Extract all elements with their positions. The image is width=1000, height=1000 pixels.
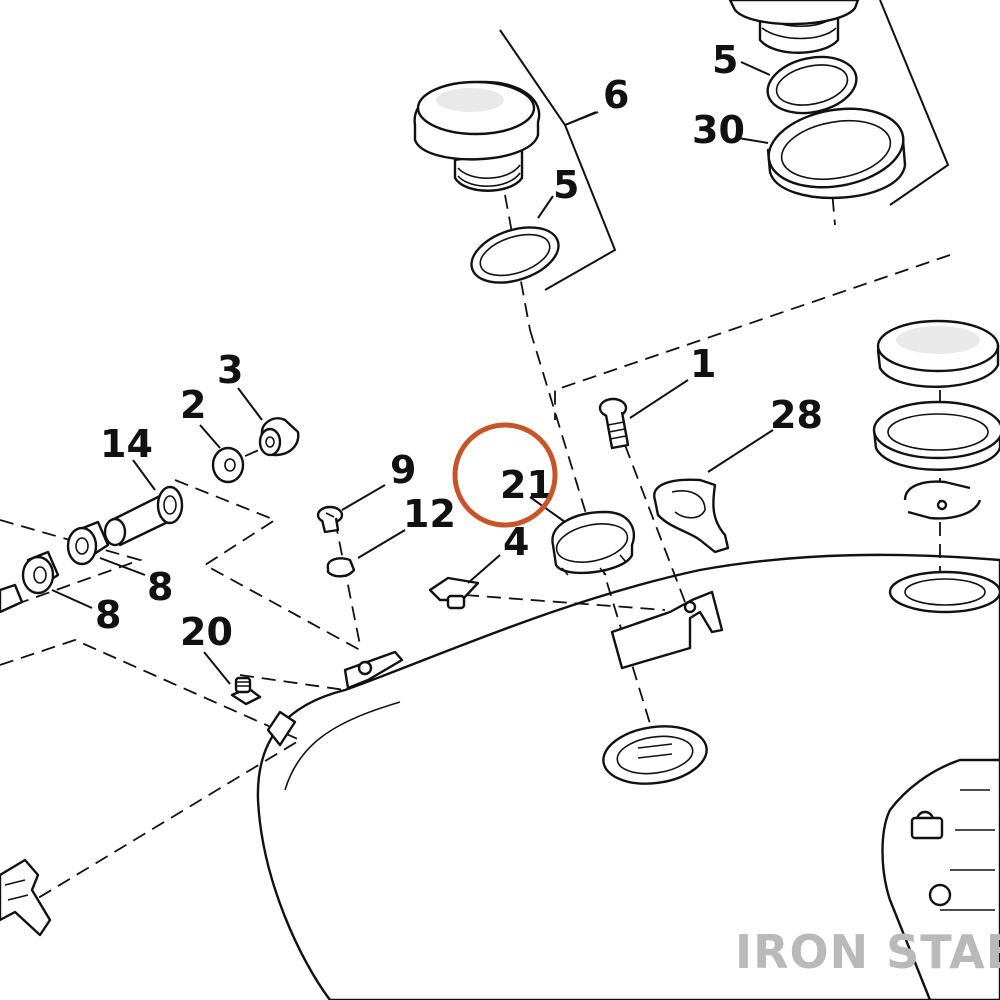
leader-lines xyxy=(51,61,774,685)
clip-12 xyxy=(326,557,356,578)
washer-2 xyxy=(211,446,245,484)
label-28: 28 xyxy=(770,393,823,437)
clip-nut-4 xyxy=(428,576,480,610)
label-8-upper: 8 xyxy=(147,565,173,609)
screw-9 xyxy=(316,505,344,534)
tank-tab-upper xyxy=(343,650,404,690)
sleeve-14 xyxy=(103,485,184,547)
rod-end-left xyxy=(0,583,24,614)
label-3: 3 xyxy=(217,348,243,392)
bracket-left-bottom xyxy=(0,858,52,937)
label-14: 14 xyxy=(100,422,153,466)
ring-30 xyxy=(766,107,907,200)
label-5-lower: 5 xyxy=(553,163,579,207)
grommet-8-upper xyxy=(66,520,110,566)
acorn-nut-3 xyxy=(258,417,300,457)
label-9: 9 xyxy=(390,448,416,492)
retaining-ring-21[interactable] xyxy=(551,510,636,576)
nut-20 xyxy=(230,676,262,706)
label-30: 30 xyxy=(692,108,745,152)
gasket-5-upper xyxy=(766,55,858,115)
fuel-cap-6 xyxy=(413,80,541,192)
watermark: IRON STABLE xyxy=(735,925,1000,979)
grommet-8-lower xyxy=(21,550,60,595)
trim-piece-28 xyxy=(653,478,730,554)
fuel-cap-top-right xyxy=(728,0,860,54)
ring-right xyxy=(872,400,1000,471)
mount-bracket xyxy=(610,590,724,670)
clip-right xyxy=(903,480,982,520)
label-21[interactable]: 21 xyxy=(500,463,553,507)
label-20: 20 xyxy=(180,610,233,654)
label-12: 12 xyxy=(403,492,456,536)
label-6: 6 xyxy=(603,73,629,117)
tank-bracket-right xyxy=(881,758,1000,1000)
label-2: 2 xyxy=(180,383,206,427)
tank-tab-lower xyxy=(266,710,297,747)
bolt-1 xyxy=(598,397,630,450)
bracket-group-30 xyxy=(879,0,950,206)
part-labels: 6 5 30 5 1 28 3 2 14 9 12 21 4 8 8 20 xyxy=(95,38,823,654)
gasket-5-lower xyxy=(470,226,560,284)
fuel-cap-right xyxy=(876,319,1000,389)
label-8-lower: 8 xyxy=(95,593,121,637)
tank-flange-center xyxy=(602,725,708,785)
label-5-upper: 5 xyxy=(712,38,738,82)
highlight-circle xyxy=(452,422,558,528)
flange-right xyxy=(888,570,1000,614)
label-1: 1 xyxy=(690,342,716,386)
